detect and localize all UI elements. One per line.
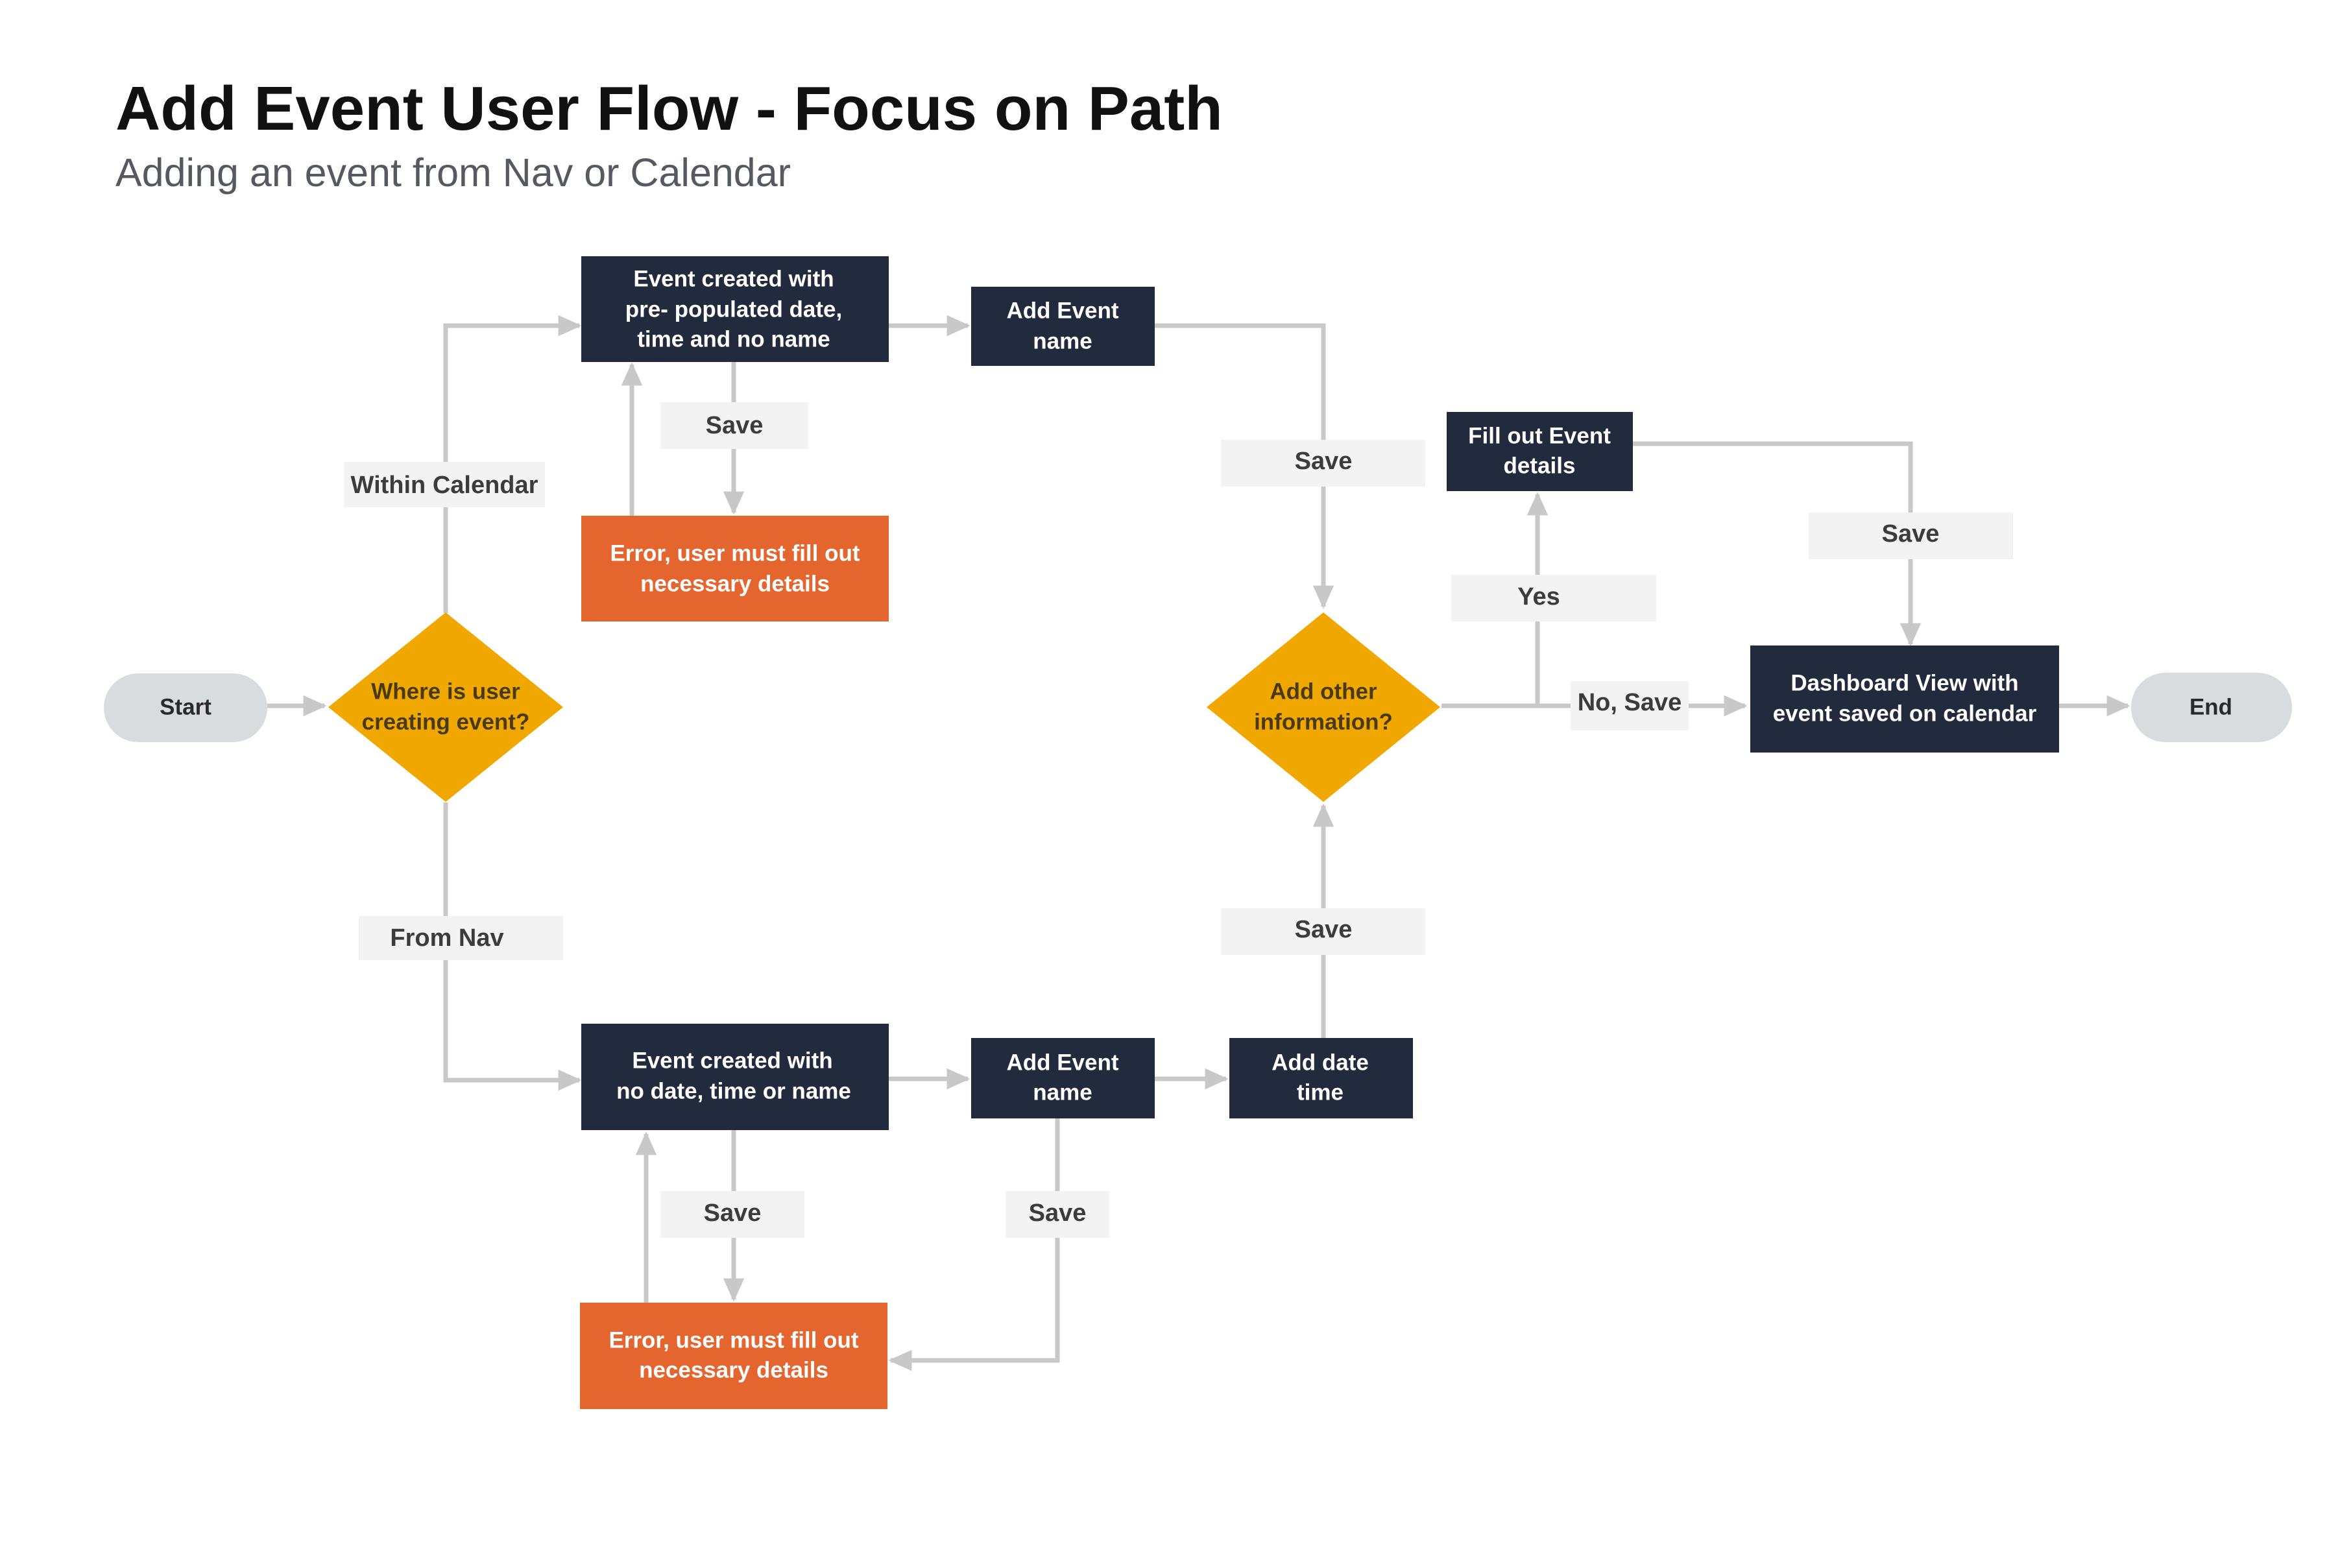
svg-text:Event created with: Event created with: [633, 266, 834, 291]
svg-text:Start: Start: [160, 694, 211, 719]
svg-text:Where is user: Where is user: [371, 679, 520, 704]
label-save-details: Save: [1809, 513, 2013, 559]
svg-text:time: time: [1297, 1080, 1344, 1105]
svg-text:Save: Save: [1882, 520, 1940, 548]
label-from-nav: From Nav: [359, 916, 563, 960]
node-nav-event-created: Event created with no date, time or name: [581, 1024, 889, 1130]
svg-text:From Nav: From Nav: [390, 924, 503, 952]
svg-text:no date, time or name: no date, time or name: [616, 1078, 851, 1104]
svg-text:Error, user must fill out: Error, user must fill out: [610, 540, 860, 566]
svg-text:End: End: [2189, 694, 2232, 719]
node-nav-add-datetime: Add date time: [1229, 1038, 1413, 1118]
svg-text:Save: Save: [1295, 448, 1353, 475]
page-title: Add Event User Flow - Focus on Path: [115, 74, 1223, 143]
page-subtitle: Adding an event from Nav or Calendar: [115, 151, 791, 195]
svg-text:Yes: Yes: [1517, 583, 1560, 610]
start-terminal: Start: [104, 673, 267, 742]
connector-within-calendar: [443, 315, 582, 613]
svg-text:Add date: Add date: [1272, 1050, 1369, 1075]
svg-text:Save: Save: [706, 412, 764, 439]
svg-text:information?: information?: [1254, 709, 1393, 734]
svg-text:Add Event: Add Event: [1006, 1050, 1118, 1075]
connectors: [267, 315, 2130, 1371]
decision-add-other-info: Add other information?: [1207, 612, 1440, 802]
label-no-save: No, Save: [1571, 681, 1689, 730]
node-cal-event-created: Event created with pre- populated date, …: [581, 256, 889, 362]
label-save-cal-error: Save: [660, 402, 808, 449]
svg-text:No, Save: No, Save: [1578, 689, 1682, 716]
node-dashboard: Dashboard View with event saved on calen…: [1750, 645, 2059, 753]
svg-text:necessary details: necessary details: [640, 571, 830, 596]
svg-text:Error, user must fill out: Error, user must fill out: [609, 1327, 858, 1353]
label-save-nav-name: Save: [1006, 1191, 1109, 1238]
svg-text:Dashboard View with: Dashboard View with: [1790, 670, 2018, 695]
label-save-nav-error: Save: [660, 1191, 804, 1238]
connector-nav-name-error: [888, 1118, 1060, 1371]
label-save-cal-name: Save: [1221, 440, 1425, 487]
node-cal-error: Error, user must fill out necessary deta…: [581, 516, 889, 621]
svg-text:Save: Save: [704, 1200, 762, 1227]
svg-text:Add Event: Add Event: [1006, 298, 1118, 323]
svg-text:creating event?: creating event?: [362, 709, 530, 734]
svg-text:pre- populated date,: pre- populated date,: [625, 296, 842, 322]
label-yes: Yes: [1451, 575, 1656, 621]
svg-text:Save: Save: [1029, 1200, 1087, 1227]
svg-text:details: details: [1504, 453, 1576, 478]
connector-cal-name-decision: [1154, 323, 1334, 609]
label-within-calendar: Within Calendar: [344, 462, 545, 507]
node-nav-error: Error, user must fill out necessary deta…: [580, 1303, 887, 1409]
svg-text:Save: Save: [1295, 916, 1353, 943]
svg-text:event saved on calendar: event saved on calendar: [1773, 701, 2037, 726]
svg-text:Add other: Add other: [1270, 679, 1377, 704]
svg-text:Fill out Event: Fill out Event: [1468, 423, 1611, 448]
node-cal-add-name: Add Event name: [971, 287, 1155, 366]
svg-text:necessary details: necessary details: [639, 1357, 828, 1382]
decision-where-is-user: Where is user creating event?: [328, 612, 563, 802]
svg-text:name: name: [1033, 328, 1092, 354]
svg-text:name: name: [1033, 1080, 1092, 1105]
connector-details-dashboard: [1633, 441, 1922, 647]
node-fill-details: Fill out Event details: [1447, 412, 1633, 491]
node-nav-add-name: Add Event name: [971, 1038, 1155, 1118]
end-terminal: End: [2131, 673, 2292, 742]
label-save-datetime: Save: [1221, 908, 1425, 955]
connector-from-nav: [443, 802, 582, 1091]
svg-text:Event created with: Event created with: [632, 1048, 832, 1073]
svg-text:Within Calendar: Within Calendar: [351, 472, 538, 499]
svg-text:time and no name: time and no name: [637, 326, 830, 352]
